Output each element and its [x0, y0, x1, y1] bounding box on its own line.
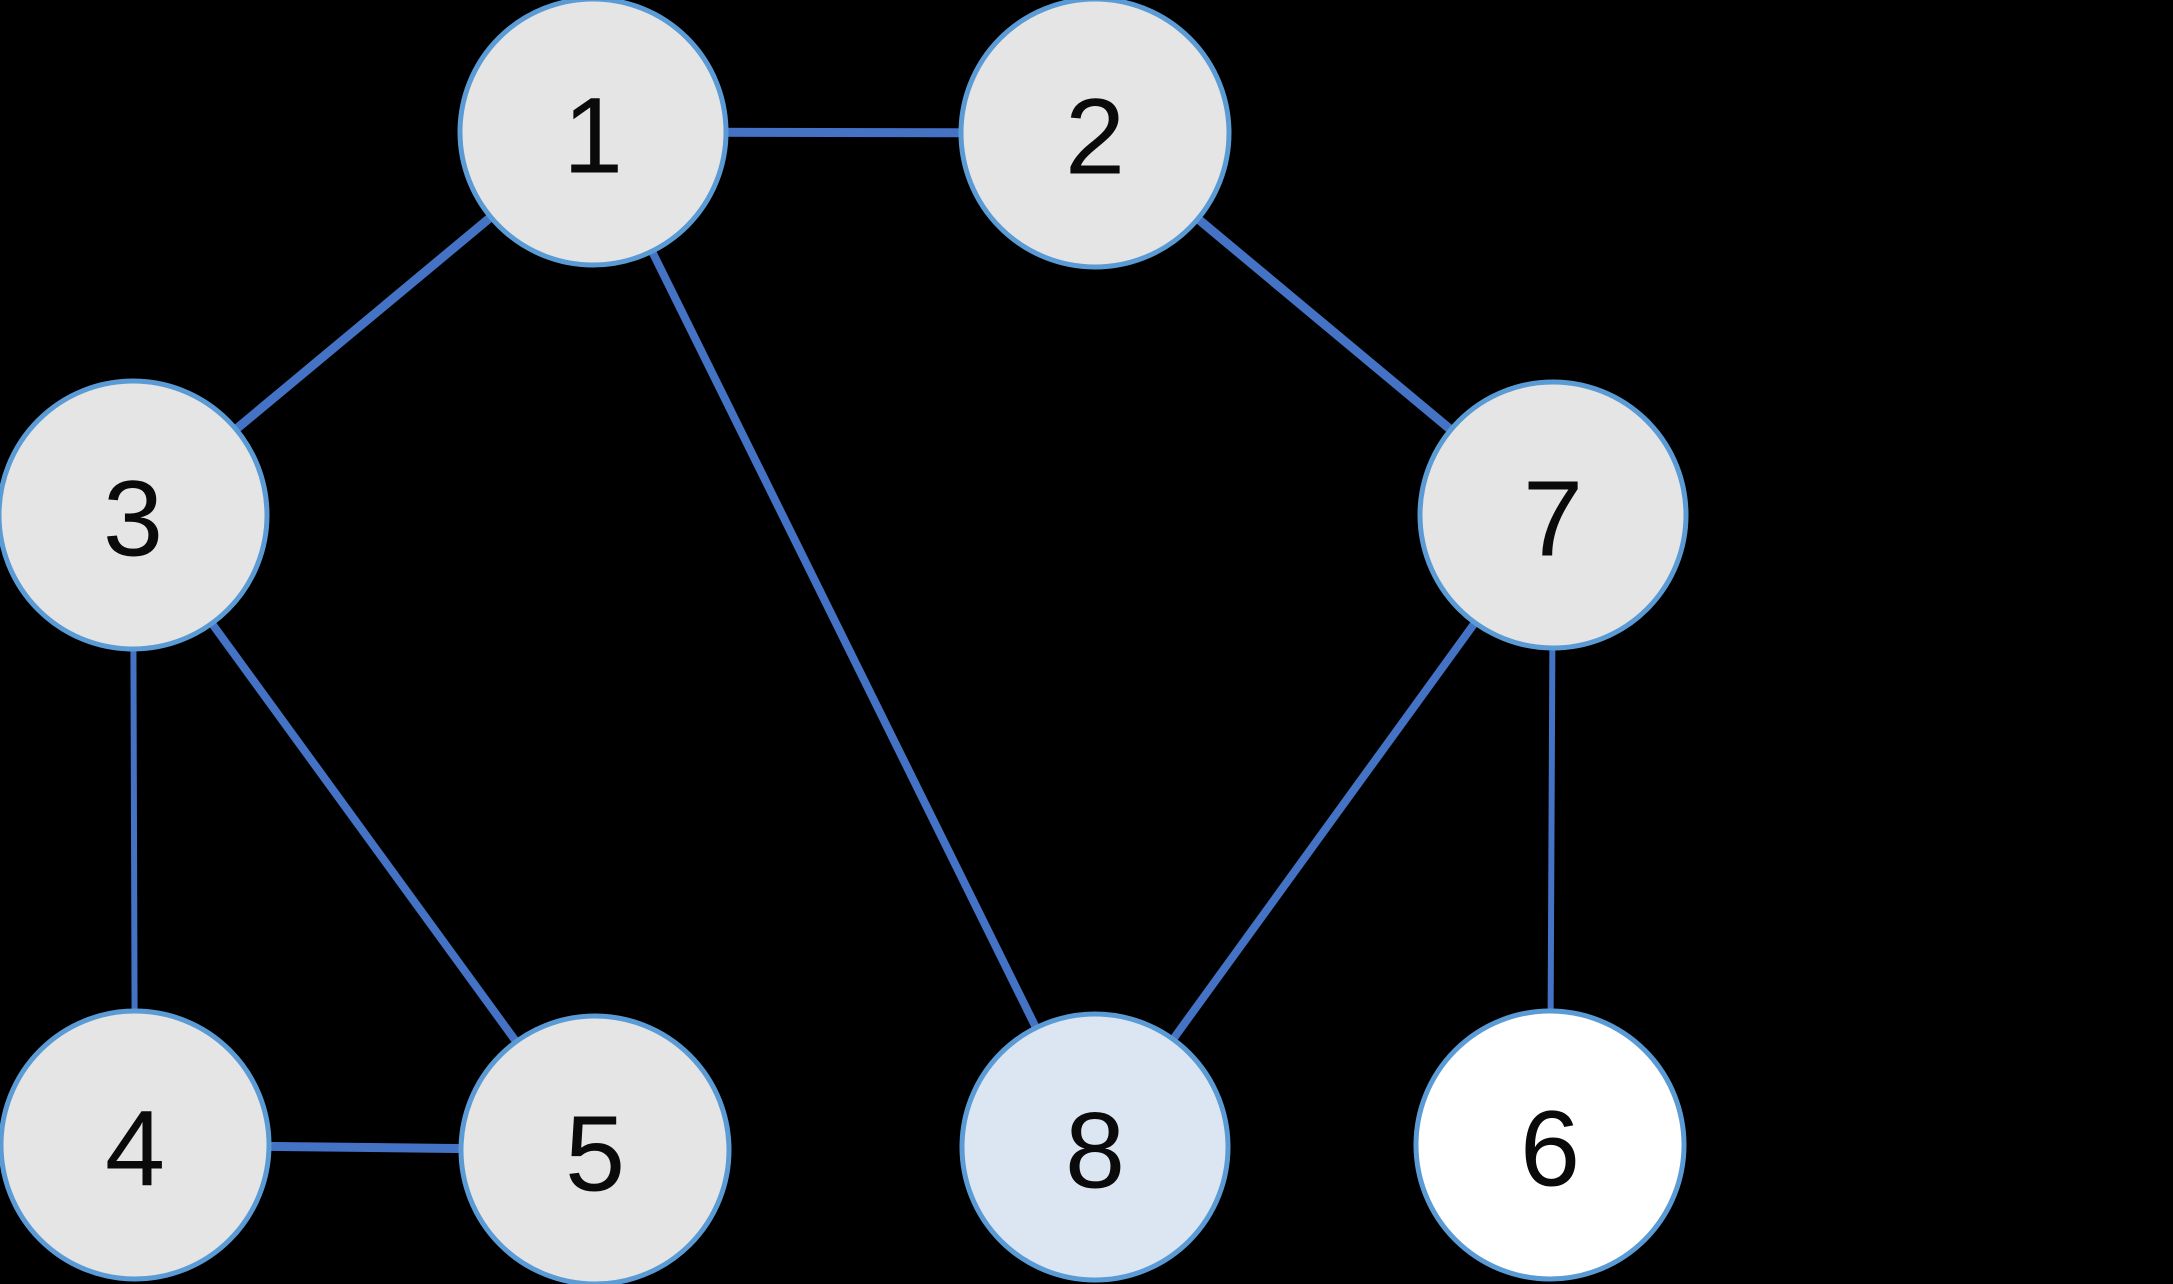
node-label-3: 3 [103, 458, 163, 579]
node-label-4: 4 [105, 1088, 165, 1209]
node-circle-4[interactable] [0, 1008, 272, 1282]
graph-node-2[interactable]: 2 [958, 0, 1232, 270]
node-circle-3[interactable] [0, 378, 270, 652]
node-label-2: 2 [1065, 76, 1125, 197]
node-circle-2[interactable] [958, 0, 1232, 270]
node-circle-8[interactable] [959, 1011, 1231, 1283]
graph-edge-1-8 [589, 130, 1099, 1149]
graph-node-1[interactable]: 1 [457, 0, 729, 268]
nodes-layer: 1 2 3 4 5 6 7 8 [0, 0, 1689, 1284]
graph-node-3[interactable]: 3 [0, 378, 270, 652]
node-label-6: 6 [1520, 1088, 1580, 1209]
node-label-7: 7 [1523, 458, 1583, 579]
node-circle-5[interactable] [458, 1013, 732, 1284]
node-label-1: 1 [563, 75, 623, 196]
node-circle-1[interactable] [457, 0, 729, 268]
graph-node-4[interactable]: 4 [0, 1008, 272, 1282]
node-label-5: 5 [565, 1093, 625, 1214]
graph-node-6[interactable]: 6 [1413, 1008, 1687, 1282]
graph-node-8[interactable]: 8 [959, 1011, 1231, 1283]
node-label-8: 8 [1065, 1090, 1125, 1211]
graph-node-5[interactable]: 5 [458, 1013, 732, 1284]
graph-node-7[interactable]: 7 [1417, 379, 1689, 651]
node-circle-6[interactable] [1413, 1008, 1687, 1282]
node-circle-7[interactable] [1417, 379, 1689, 651]
